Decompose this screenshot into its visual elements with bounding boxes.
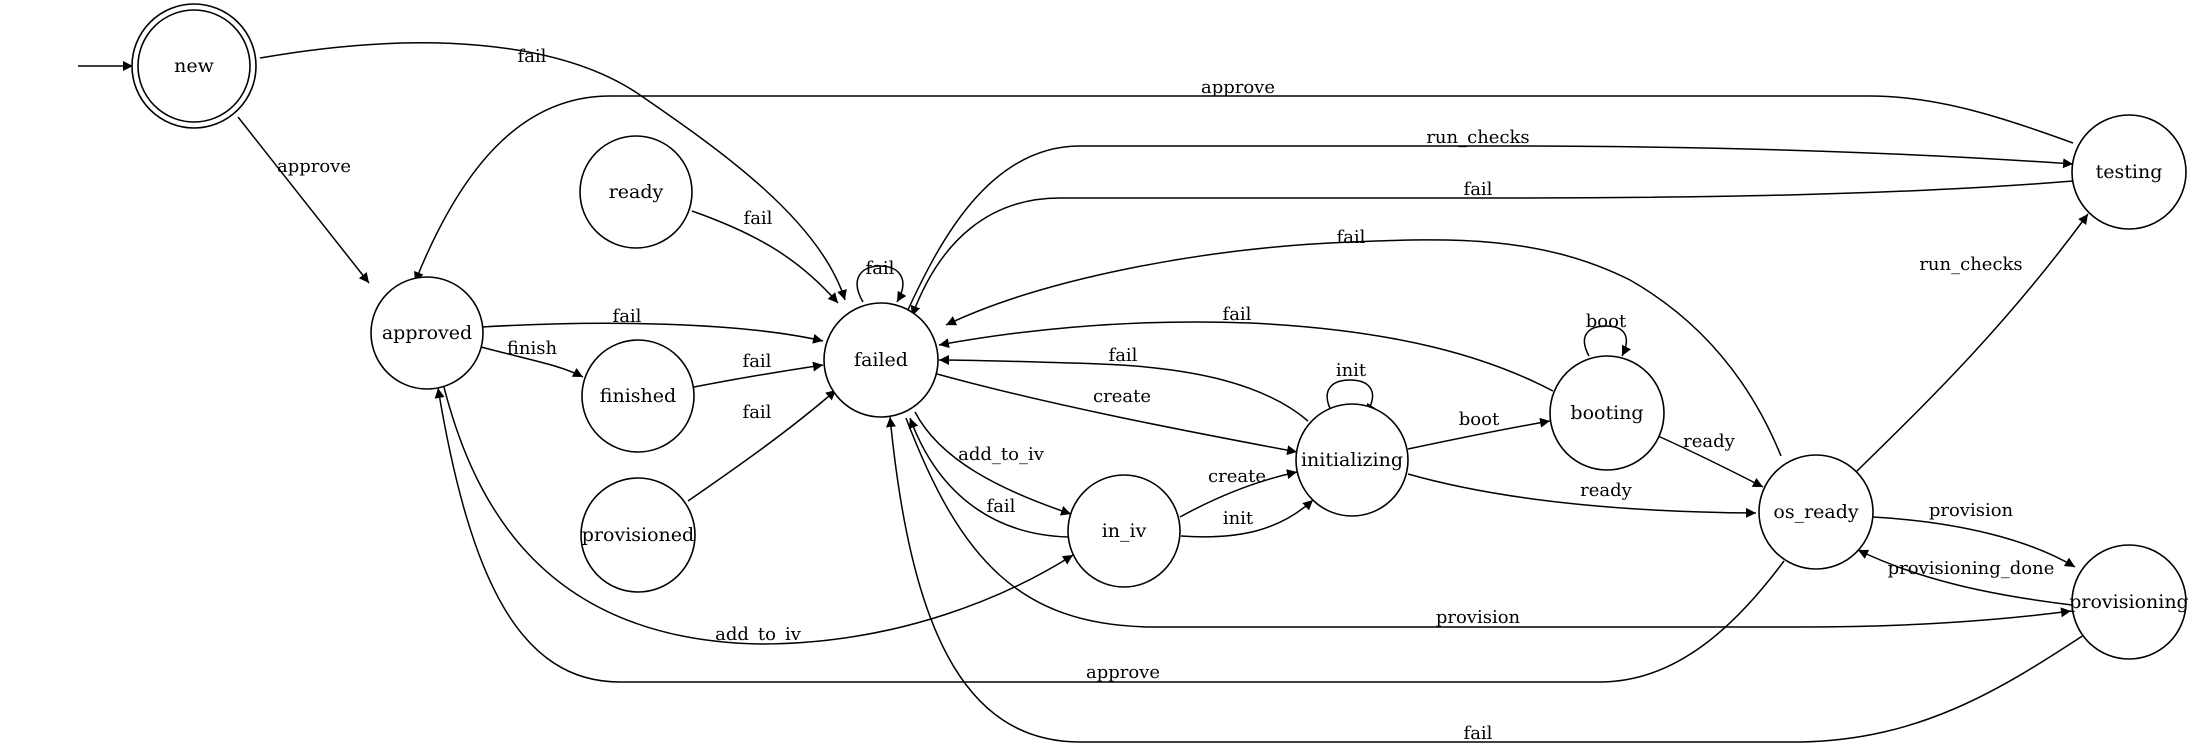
edge-approved-finished-finish: finish <box>480 338 584 378</box>
edge-label: fail <box>1223 304 1252 325</box>
state-label: initializing <box>1301 449 1403 471</box>
edge-label: run_checks <box>1919 254 2022 275</box>
edge-label: provision <box>1929 500 2014 521</box>
edge-label: approve <box>1086 662 1160 683</box>
edge-label: create <box>1208 466 1266 487</box>
edge-approved-iniv-addtoiv: add_to_iv <box>439 370 1074 645</box>
state-label: finished <box>600 385 676 407</box>
edge-iniv-initializing-create: create <box>1179 466 1298 518</box>
edge-testing-failed-fail: fail <box>910 179 2074 317</box>
edge-osready-failed-fail: fail <box>945 227 1782 457</box>
edge-label: fail <box>744 208 773 229</box>
state-label: provisioned <box>582 524 694 546</box>
edge-testing-approved-approve: approve <box>414 77 2074 283</box>
edge-iniv-failed-fail: fail <box>908 417 1069 538</box>
edge-initializing-initializing-init: init <box>1326 360 1376 415</box>
state-provisioning: provisioning <box>2069 544 2189 660</box>
edge-iniv-initializing-init: init <box>1180 499 1314 538</box>
edge-label: boot <box>1586 311 1627 332</box>
state-initializing: initializing <box>1295 403 1409 517</box>
state-label: in_iv <box>1102 520 1147 542</box>
edge-label: fail <box>1464 179 1493 200</box>
edge-label: fail <box>866 258 895 279</box>
edge-label: provision <box>1436 607 1521 628</box>
state-failed: failed <box>823 302 939 418</box>
edge-finished-failed-fail: fail <box>693 351 824 388</box>
edge-label: ready <box>1580 480 1633 501</box>
edge-provisioned-failed-fail: fail <box>687 389 837 502</box>
edge-booting-booting-boot: boot <box>1583 311 1631 357</box>
edge-label: boot <box>1459 409 1500 430</box>
edge-booting-osready-ready: ready <box>1657 431 1764 488</box>
edge-failed-failed-fail: fail <box>856 258 907 303</box>
edge-failed-iniv-addtoiv: add_to_iv <box>914 411 1072 516</box>
state-in-iv: in_iv <box>1067 474 1181 588</box>
edge-osready-provisioning-provision: provision <box>1872 500 2076 568</box>
edge-provisioning-failed-fail: fail <box>886 416 2088 744</box>
state-booting: booting <box>1549 355 1665 471</box>
edge-label: fail <box>987 496 1016 517</box>
state-approved: approved <box>370 276 484 390</box>
state-label: approved <box>382 322 472 344</box>
state-label: booting <box>1570 402 1643 424</box>
edge-label: create <box>1093 386 1151 407</box>
edge-ready-failed-fail: fail <box>691 208 839 304</box>
edge-label: init <box>1223 508 1254 529</box>
state-finished: finished <box>581 339 695 453</box>
edge-label: run_checks <box>1426 127 1529 148</box>
edge-initializing-failed-fail: fail <box>938 345 1309 422</box>
edge-label: approve <box>277 156 351 177</box>
state-label: os_ready <box>1773 501 1859 523</box>
edge-label: fail <box>743 351 772 372</box>
state-label: provisioning <box>2069 591 2188 613</box>
edge-failed-provisioning-provision: provision <box>905 417 2072 628</box>
edge-label: fail <box>743 402 772 423</box>
edge-label: init <box>1336 360 1367 381</box>
edge-failed-testing-runchecks: run_checks <box>906 127 2074 313</box>
edge-initializing-osready-ready: ready <box>1407 473 1757 518</box>
edge-label: fail <box>1109 345 1138 366</box>
state-label: new <box>174 55 214 77</box>
state-os-ready: os_ready <box>1758 454 1874 570</box>
edge-label: finish <box>507 338 558 359</box>
edge-initializing-booting-boot: boot <box>1407 409 1551 450</box>
edge-label: fail <box>1337 227 1366 248</box>
edge-label: add_to_iv <box>958 444 1045 465</box>
state-label: ready <box>609 181 664 203</box>
edge-booting-failed-fail: fail <box>938 304 1554 392</box>
edge-label: provisioning_done <box>1888 558 2055 579</box>
edge-label: fail <box>518 46 547 67</box>
edge-osready-approved-approve: approve <box>434 387 1785 683</box>
edge-approved-failed-fail: fail <box>481 306 824 344</box>
edge-new-failed-fail: fail <box>259 42 847 301</box>
edge-label: fail <box>613 306 642 327</box>
state-label: testing <box>2096 161 2163 183</box>
edge-label: approve <box>1201 77 1275 98</box>
state-label: failed <box>854 349 908 371</box>
edge-label: ready <box>1683 431 1736 452</box>
state-ready: ready <box>579 135 693 249</box>
state-new: new <box>131 3 257 129</box>
edge-provisioning-osready-done: provisioning_done <box>1857 549 2073 606</box>
edge-label: fail <box>1464 723 1493 744</box>
edge-failed-initializing-create: create <box>936 373 1298 456</box>
edge-osready-testing-runchecks: run_checks <box>1855 213 2089 473</box>
edge-label: add_to_iv <box>715 624 802 645</box>
state-provisioned: provisioned <box>580 477 696 593</box>
state-testing: testing <box>2071 114 2187 230</box>
edge-new-approved-approve: approve <box>237 116 370 284</box>
